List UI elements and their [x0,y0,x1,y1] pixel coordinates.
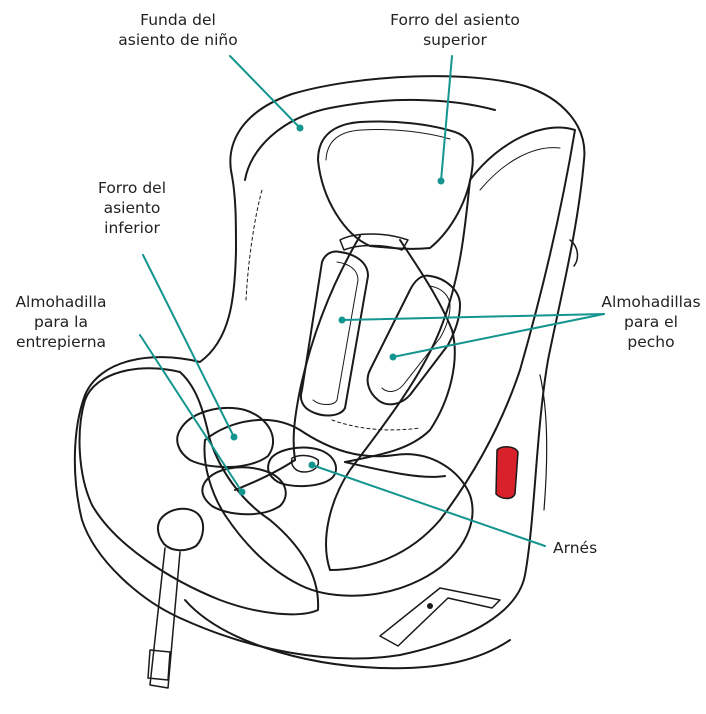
harness-strap-right [344,239,456,463]
left-side-cushion [78,367,320,616]
right-wing [325,126,576,571]
recline-lever-red [495,446,519,500]
seat-crease [331,419,421,431]
headrest-inner [325,128,451,161]
label-funda: Funda del asiento de niño [118,11,238,49]
shoulder-guide [339,233,409,251]
car-seat-illustration [73,75,586,689]
headrest [317,120,474,250]
belt-guide [156,507,204,552]
leader-forro-superior [440,55,453,182]
harness-strap-left [292,235,361,461]
label-forro-inferior: Forro del asiento inferior [97,179,167,237]
base-hole [427,603,433,609]
leader-almohadillas-pecho-a [341,313,605,321]
harness-strap-lower-left [234,459,296,491]
side-panel-right [539,374,548,511]
back-crease [245,189,263,301]
label-almohadillas-pecho: Almohadillas para el pecho [601,293,701,351]
harness-strap-lower-right [344,461,446,478]
adjuster-strap-buckle [147,649,171,681]
adjuster-strap [149,547,181,689]
leader-funda [229,55,301,129]
harness-buckle [267,446,337,488]
leader-arnes [311,464,546,547]
label-forro-superior: Forro del asiento superior [390,11,520,49]
seat-outer-shell [73,75,586,660]
label-almohadilla-entrepierna: Almohadilla para la entrepierna [15,293,107,351]
lower-liner-pad [176,407,274,468]
seat-back-inner [244,98,496,181]
right-wing-inner [479,147,561,191]
crotch-pad [201,466,287,516]
harness-buckle-center [290,454,320,473]
leader-lines [139,55,605,547]
base-front-shelf [379,587,501,647]
chest-pad-left [299,250,369,417]
chest-pad-right [366,274,461,406]
seat-base [203,419,474,597]
label-arnes: Arnés [553,539,598,557]
leader-dots [230,124,445,496]
top-tether-clip [569,239,579,267]
chest-pad-left-stitch [312,261,359,405]
leader-forro-inferior [142,254,235,438]
seat-base-foot [184,599,511,670]
leader-almohadilla-entrepierna [139,334,243,493]
chest-pad-right-stitch [381,285,451,392]
leader-almohadillas-pecho-b [392,313,605,358]
